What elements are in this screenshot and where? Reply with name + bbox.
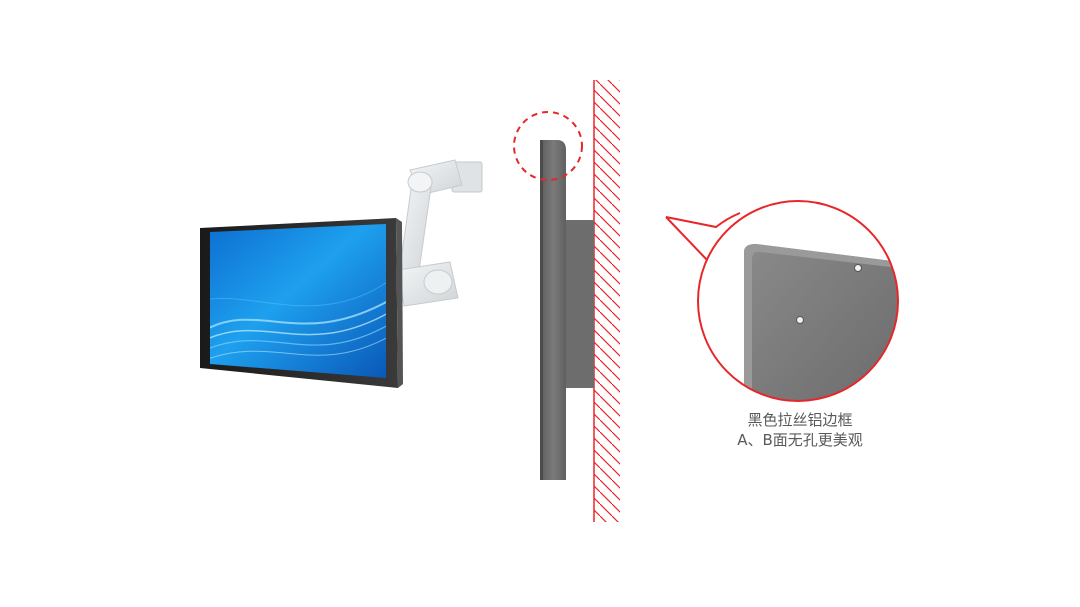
screw-hole-top bbox=[854, 264, 862, 272]
side-profile-view bbox=[513, 80, 620, 522]
monitor-with-arm bbox=[200, 159, 483, 388]
zoom-content bbox=[698, 201, 898, 401]
monitor-side-profile bbox=[541, 140, 566, 480]
caption-line-1: 黑色拉丝铝边框 bbox=[747, 411, 853, 429]
arm-pivot-top bbox=[407, 171, 433, 193]
detail-highlight-circle bbox=[513, 111, 583, 181]
wall-hatch bbox=[594, 80, 620, 522]
callout-pointer bbox=[665, 212, 741, 229]
caption-line-2: A、B面无孔更美观 bbox=[737, 431, 863, 449]
feature-caption: 黑色拉丝铝边框 A、B面无孔更美观 bbox=[700, 410, 900, 450]
monitor-front-edge bbox=[540, 140, 543, 480]
monitor-screen bbox=[210, 224, 386, 378]
zoom-circle-border bbox=[697, 200, 899, 402]
screw-hole-side bbox=[796, 316, 804, 324]
zoom-frame-bevel bbox=[744, 244, 898, 401]
callout-pointer-lower bbox=[665, 216, 709, 262]
zoom-frame-corner bbox=[744, 244, 898, 401]
screen-wallpaper-waves bbox=[210, 279, 386, 361]
arm-pivot-bottom bbox=[423, 269, 453, 295]
mount-bracket bbox=[566, 220, 594, 388]
monitor-edge bbox=[396, 218, 403, 388]
zoom-callout bbox=[665, 200, 899, 402]
